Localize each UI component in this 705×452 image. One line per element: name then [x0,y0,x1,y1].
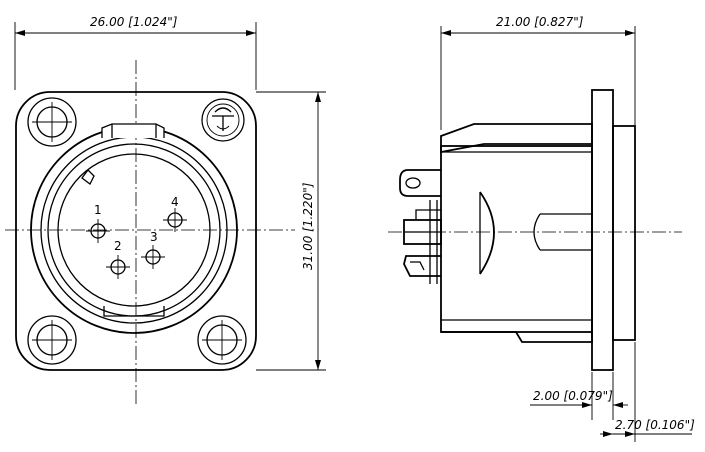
front-view: 26.00 [1.024"] 31.00 [1.220"] [5,15,326,405]
pin-sleeve [533,213,592,251]
mounting-hole-bottom-left [27,315,77,365]
side-view: 21.00 [0.827"] [388,15,695,442]
pin-1-label: 1 [94,203,102,217]
connector-body [440,123,593,343]
pin-2-label: 2 [114,239,122,253]
width-dimension: 26.00 [1.024"] [14,15,257,90]
rear-flange-dimension: 2.70 [0.106"] [600,342,695,442]
width-dimension-label: 26.00 [1.024"] [90,15,178,29]
rear-flange-dimension-label: 2.70 [0.106"] [615,418,695,432]
pin-1: 1 [86,203,110,243]
height-dimension-label: 31.00 [1.220"] [301,182,315,270]
flange-dimension-label: 2.00 [0.079"] [533,389,613,403]
mounting-hole-top-left [27,97,77,147]
insert-face [57,153,211,307]
mounting-flange [591,89,614,371]
solder-cup-lower [403,255,441,277]
pin-4-label: 4 [171,195,179,209]
ground-tab [399,169,441,197]
latch-curve [479,191,495,275]
rear-plate [612,125,636,341]
latch-tab [101,123,165,138]
latch-release [201,98,245,142]
solder-cup-upper [403,209,442,245]
flange-dimension: 2.00 [0.079"] [530,372,628,420]
pin-3-label: 3 [150,230,158,244]
height-dimension: 31.00 [1.220"] [256,91,326,371]
pin-4: 4 [163,195,187,232]
mounting-hole-bottom-right [197,315,247,365]
pin-2: 2 [106,239,130,279]
depth-dimension: 21.00 [0.827"] [440,15,636,130]
pin-3: 3 [141,230,165,269]
depth-dimension-label: 21.00 [0.827"] [496,15,584,29]
